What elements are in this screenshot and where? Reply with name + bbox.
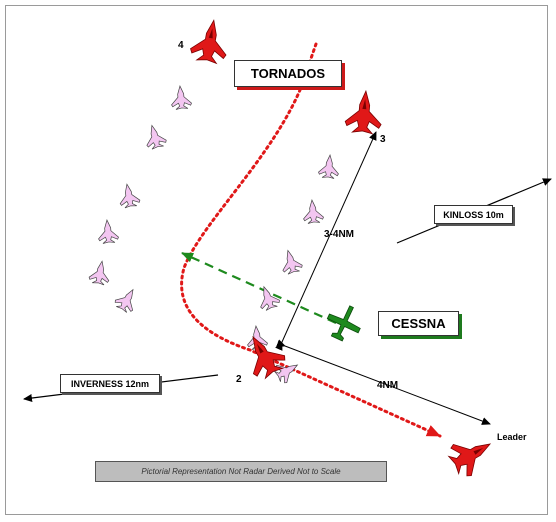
tornados-label: TORNADOS — [234, 60, 342, 87]
history-aircraft-icon — [317, 153, 341, 180]
tornado-4-number: 4 — [178, 40, 184, 51]
distance-line-4nm — [276, 339, 491, 425]
cessna-icon — [321, 299, 368, 346]
history-aircraft-icon — [112, 284, 143, 315]
history-aircraft-icon — [96, 218, 120, 245]
inverness-label: INVERNESS 12nm — [60, 374, 160, 393]
tornado-2-number: 2 — [236, 374, 242, 385]
history-aircraft-icon — [277, 247, 304, 276]
history-aircraft-icon — [141, 122, 168, 151]
distance-line-3-4nm — [275, 131, 377, 351]
tornado-track — [180, 42, 442, 438]
history-aircraft-icon — [254, 282, 282, 313]
leader-label: Leader — [497, 432, 527, 442]
history-aircraft-icon — [87, 259, 113, 286]
tornado-4-icon — [188, 16, 233, 66]
diagram-frame — [5, 5, 548, 515]
history-aircraft-icon — [169, 84, 193, 111]
cessna-label: CESSNA — [378, 311, 459, 336]
history-aircraft-icon — [116, 182, 142, 209]
history-aircraft-icon — [301, 198, 325, 225]
cessna-track — [181, 251, 337, 325]
distance-label-3-4nm: 3-4NM — [324, 229, 355, 240]
caption-note: Pictorial Representation Not Radar Deriv… — [95, 461, 387, 482]
tornado-leader-icon — [444, 427, 500, 482]
tornado-3-icon — [343, 89, 385, 135]
kinloss-label: KINLOSS 10m — [434, 205, 513, 224]
distance-label-4nm: 4NM — [377, 380, 399, 391]
tornado-3-number: 3 — [380, 134, 386, 145]
